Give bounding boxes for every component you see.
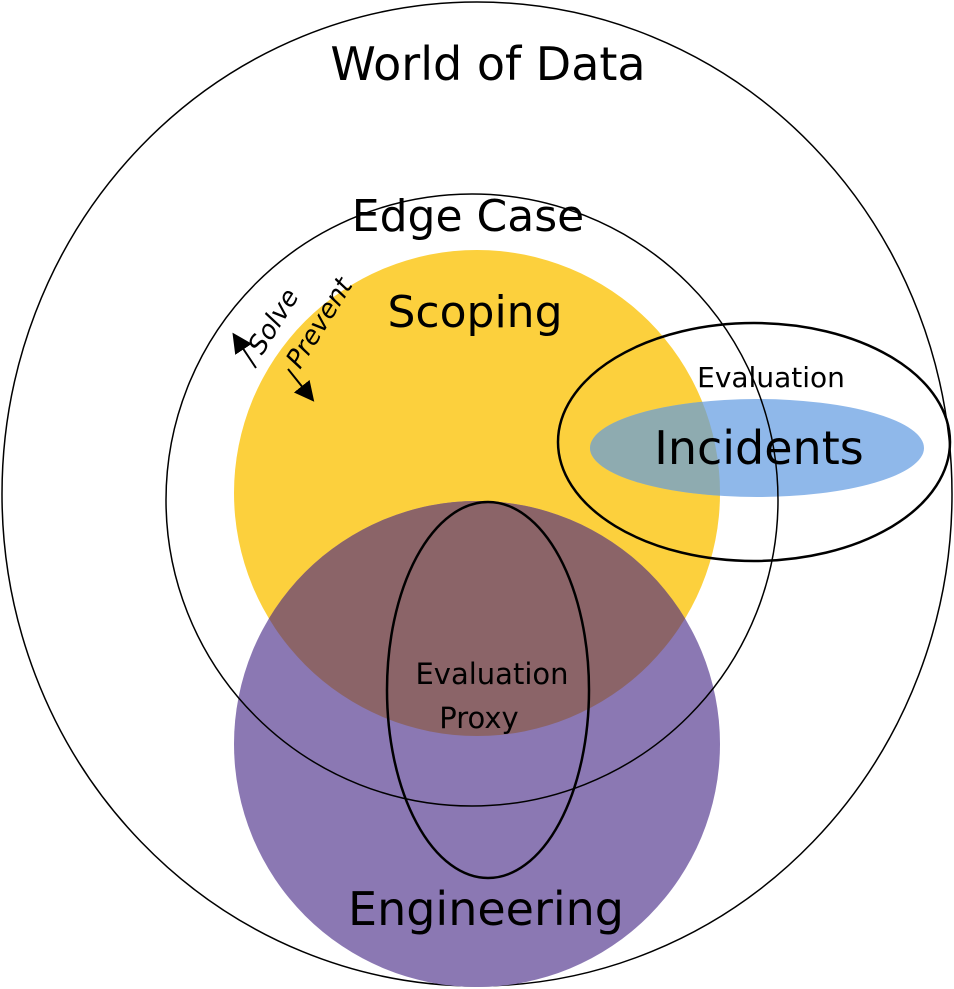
incidents-scoping-overlap [590,399,720,497]
edge-case-label: Edge Case [352,191,584,242]
solve-arrow [232,332,257,369]
evaluation-proxy-label-line2: Proxy [439,701,518,735]
evaluation-ellipse [556,321,952,563]
evaluation-label: Evaluation [697,361,845,394]
engineering-label: Engineering [348,882,624,936]
edge-case-circle [165,193,779,807]
prevent-arrow [287,368,315,402]
evaluation-proxy-label-line1: Evaluation [415,657,568,691]
evaluation-proxy-ellipse [385,500,591,880]
scoping-engineering-overlap [234,501,720,736]
scoping-label: Scoping [387,287,562,338]
incidents-label: Incidents [654,421,863,475]
world-of-data-title: World of Data [330,37,645,91]
